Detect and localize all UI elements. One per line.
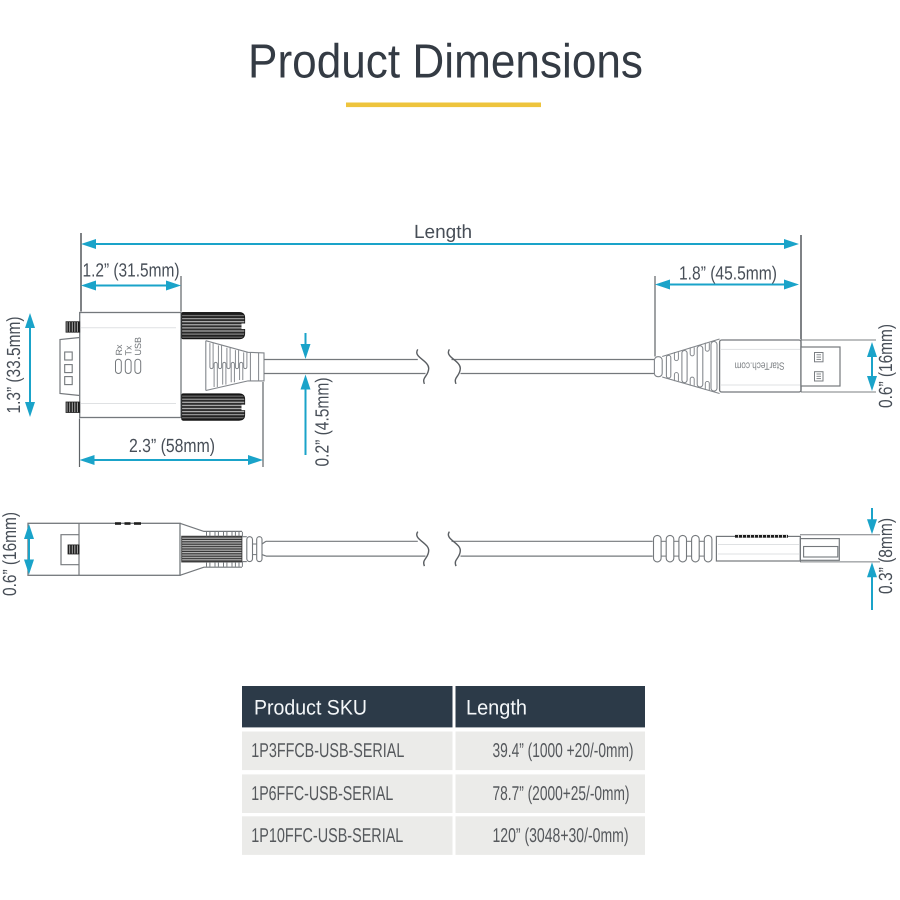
svg-text:Product Dimensions: Product Dimensions xyxy=(248,36,643,89)
svg-text:120” (3048+30/-0mm): 120” (3048+30/-0mm) xyxy=(493,825,629,847)
svg-text:1.3” (33.5mm): 1.3” (33.5mm) xyxy=(4,317,25,414)
svg-text:Rx: Rx xyxy=(114,344,124,355)
svg-text:0.3” (8mm): 0.3” (8mm) xyxy=(876,518,897,594)
svg-text:78.7” (2000+25/-0mm): 78.7” (2000+25/-0mm) xyxy=(493,783,630,805)
svg-text:0.6” (16mm): 0.6” (16mm) xyxy=(0,512,21,596)
svg-text:StarTech.com: StarTech.com xyxy=(734,360,784,372)
svg-text:Length: Length xyxy=(414,222,472,243)
svg-text:USB: USB xyxy=(133,337,143,356)
svg-text:1.2” (31.5mm): 1.2” (31.5mm) xyxy=(83,261,180,282)
svg-text:1P10FFC-USB-SERIAL: 1P10FFC-USB-SERIAL xyxy=(251,825,403,847)
svg-text:2.3” (58mm): 2.3” (58mm) xyxy=(129,436,215,457)
svg-text:39.4” (1000 +20/-0mm): 39.4” (1000 +20/-0mm) xyxy=(493,740,634,762)
svg-text:0.2” (4.5mm): 0.2” (4.5mm) xyxy=(313,378,334,467)
svg-text:1P3FFCB-USB-SERIAL: 1P3FFCB-USB-SERIAL xyxy=(251,740,404,762)
svg-text:Tx: Tx xyxy=(124,345,134,355)
svg-text:Length: Length xyxy=(466,697,527,720)
svg-text:0.6” (16mm): 0.6” (16mm) xyxy=(876,324,897,408)
svg-text:1.8” (45.5mm): 1.8” (45.5mm) xyxy=(679,264,777,285)
svg-text:Product SKU: Product SKU xyxy=(254,697,367,720)
svg-text:1P6FFC-USB-SERIAL: 1P6FFC-USB-SERIAL xyxy=(251,783,393,805)
